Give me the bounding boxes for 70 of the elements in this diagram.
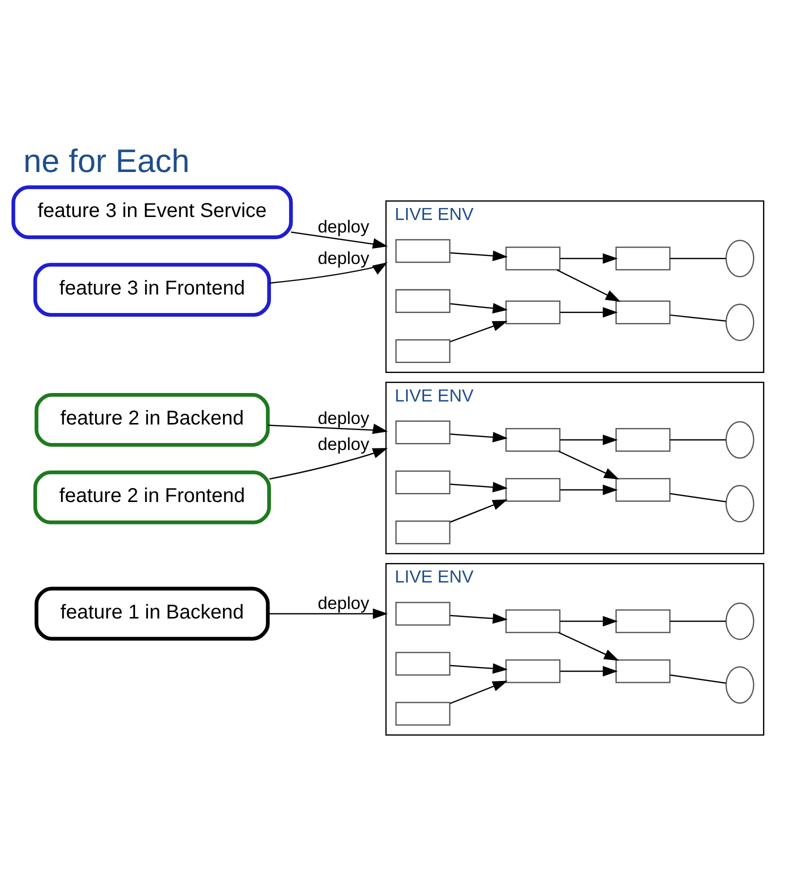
node-box — [505, 428, 560, 452]
arrow — [560, 306, 618, 318]
node-box — [505, 300, 560, 324]
node-box — [395, 651, 450, 676]
node-box: feature 1 in Backend — [34, 586, 270, 640]
arrow — [450, 498, 508, 522]
node-circle — [726, 666, 754, 704]
edge-label: deploy — [318, 216, 370, 236]
arrow — [450, 250, 508, 261]
connector — [670, 492, 726, 502]
edge-label: deploy — [318, 434, 370, 454]
cluster: LIVE ENV — [385, 562, 764, 736]
arrow — [450, 320, 508, 342]
node-box — [395, 601, 450, 626]
connector — [670, 620, 726, 622]
arrow — [450, 302, 508, 313]
node-box — [395, 701, 450, 726]
node-box — [615, 608, 670, 633]
arrow — [560, 665, 618, 676]
edge-label: deploy — [318, 247, 370, 268]
arrow — [450, 680, 508, 704]
node-box — [395, 338, 450, 362]
arrow — [450, 481, 508, 492]
arrow — [269, 262, 388, 284]
node-box: feature 2 in Backend — [34, 392, 270, 446]
node-box — [615, 428, 670, 452]
arrow — [560, 434, 618, 445]
node-box — [505, 658, 560, 683]
node-box — [395, 470, 450, 494]
node-box — [395, 288, 450, 312]
cluster: LIVE ENV — [385, 381, 764, 554]
node-box: feature 3 in Event Service — [11, 184, 293, 239]
node-box — [615, 478, 670, 502]
arrow — [556, 268, 621, 302]
connector — [670, 674, 726, 684]
connector — [670, 314, 726, 322]
node-box — [615, 658, 670, 683]
node-box — [615, 300, 670, 324]
node-circle — [726, 303, 754, 341]
node-box — [395, 520, 450, 544]
arrow — [560, 615, 618, 626]
node-box — [395, 420, 450, 444]
edge-label: deploy — [318, 592, 370, 612]
cluster: LIVE ENV — [385, 200, 764, 372]
arrow — [558, 631, 620, 660]
connector — [670, 438, 726, 440]
connector — [670, 257, 726, 259]
node-box — [395, 238, 450, 262]
edge-label: deploy — [318, 407, 370, 428]
arrow — [560, 252, 618, 264]
arrow — [290, 231, 388, 248]
node-box: feature 3 in Frontend — [33, 262, 271, 316]
arrow — [269, 447, 388, 480]
node-box — [505, 608, 560, 633]
arrow — [450, 662, 508, 674]
arrow — [268, 608, 388, 618]
node-box — [505, 478, 560, 502]
diagram-title: ne for Each — [23, 142, 190, 179]
arrow — [268, 423, 388, 434]
arrow — [560, 484, 618, 495]
node-circle — [726, 484, 754, 522]
node-box: feature 2 in Frontend — [33, 470, 271, 524]
node-circle — [726, 239, 754, 277]
arrow — [558, 450, 620, 479]
arrow — [450, 612, 508, 624]
node-circle — [726, 602, 754, 640]
node-circle — [726, 420, 754, 458]
node-box — [615, 246, 670, 270]
node-box — [505, 246, 560, 270]
arrow — [450, 431, 508, 442]
